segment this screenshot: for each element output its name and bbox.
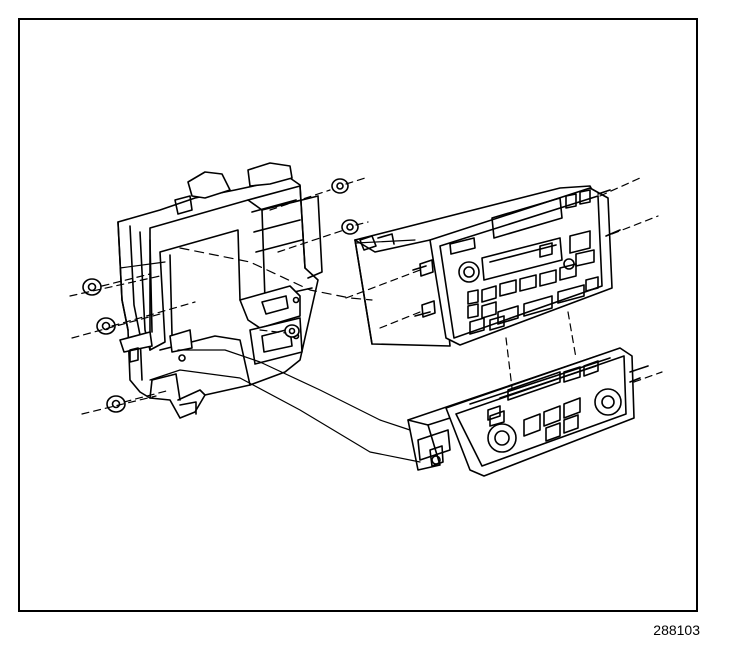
assembly-lines bbox=[69, 177, 663, 463]
nut-center bbox=[284, 324, 300, 338]
radio-receiver-unit bbox=[354, 185, 621, 347]
nut-mid-right bbox=[341, 219, 359, 235]
hex-nuts bbox=[82, 178, 359, 413]
climate-control-unit bbox=[407, 347, 649, 477]
nut-left-upper bbox=[82, 278, 102, 296]
illustration-frame bbox=[18, 18, 698, 612]
mounting-bracket bbox=[117, 162, 323, 419]
nut-left-lower bbox=[106, 395, 126, 413]
nut-top-right bbox=[331, 178, 349, 194]
figure-number: 288103 bbox=[653, 622, 700, 638]
